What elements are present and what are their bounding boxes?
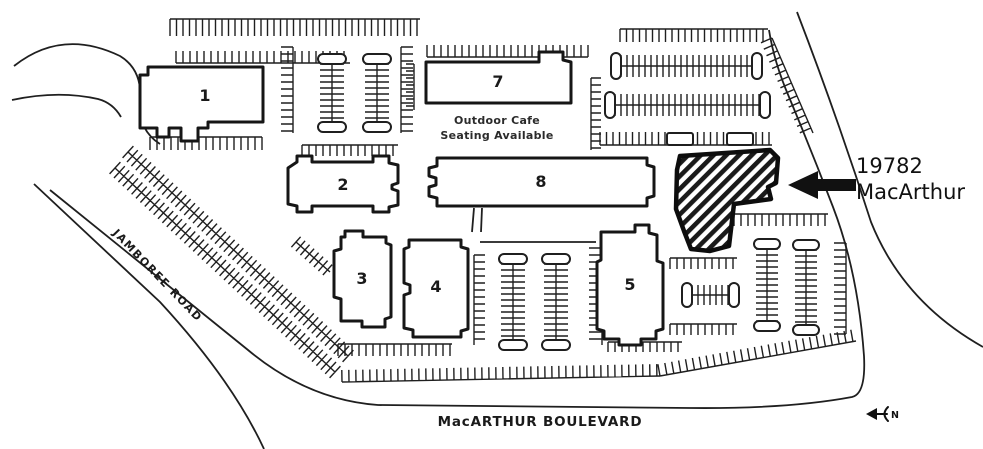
parking-island xyxy=(498,253,528,265)
highlighted-building-footprint xyxy=(673,147,781,254)
parking-island xyxy=(317,53,347,65)
walkway-lines xyxy=(471,207,483,233)
macarthur-boulevard-label: MacARTHUR BOULEVARD xyxy=(438,414,643,430)
parking-island xyxy=(792,239,820,251)
parking-row xyxy=(614,94,760,116)
parking-row xyxy=(400,46,413,133)
parking-and-roads-layer xyxy=(11,11,983,449)
parking-island xyxy=(792,324,820,336)
parking-row xyxy=(122,145,354,363)
jamboree-road-label: JAMBOREE ROAD xyxy=(109,226,205,324)
north-arrow-label: N xyxy=(891,410,899,421)
building-8-footprint xyxy=(427,156,656,208)
parking-row xyxy=(619,28,768,42)
parking-row xyxy=(607,341,682,352)
building-3-footprint xyxy=(332,229,393,329)
parking-row xyxy=(669,257,737,269)
parking-row xyxy=(406,63,415,110)
parking-row xyxy=(149,136,263,150)
parking-row xyxy=(834,242,847,335)
parking-row xyxy=(760,37,814,134)
building-4-number: 4 xyxy=(430,277,441,296)
building-1-number: 1 xyxy=(199,86,210,105)
parking-row xyxy=(795,249,817,325)
parking-row xyxy=(320,63,344,122)
highlight-address-line1: 19782 xyxy=(856,154,923,178)
building-8-number: 8 xyxy=(535,172,546,191)
parking-row xyxy=(669,323,737,335)
building-4-footprint xyxy=(402,238,470,339)
parking-island xyxy=(604,91,616,119)
parking-row xyxy=(590,77,601,150)
parking-island xyxy=(759,91,771,119)
parking-row xyxy=(169,18,420,36)
parking-row xyxy=(657,329,857,377)
pointer-arrow-icon xyxy=(788,171,856,199)
parking-island xyxy=(362,53,392,65)
building-7-footprint xyxy=(424,50,573,105)
parking-island xyxy=(541,339,571,351)
parking-island xyxy=(541,253,571,265)
building-1-footprint xyxy=(138,65,265,143)
parking-row xyxy=(473,254,485,345)
building-7-number: 7 xyxy=(492,72,503,91)
parking-island xyxy=(362,121,392,133)
building-2-footprint xyxy=(286,154,400,214)
parking-row xyxy=(733,213,828,226)
right-road-edge xyxy=(796,11,983,348)
parking-row xyxy=(109,161,341,379)
parking-island xyxy=(726,132,754,146)
parking-row xyxy=(301,144,398,156)
entrance-road-curve xyxy=(11,93,122,118)
building-3-number: 3 xyxy=(356,269,367,288)
parking-row xyxy=(544,263,568,340)
parking-row xyxy=(756,248,778,322)
entrance-road-curve xyxy=(13,43,161,145)
parking-island xyxy=(681,282,693,308)
parking-island xyxy=(610,52,622,80)
parking-island xyxy=(498,339,528,351)
parking-row xyxy=(365,63,389,122)
parking-island xyxy=(753,320,781,332)
parking-row xyxy=(290,236,333,276)
parking-row xyxy=(337,343,452,356)
highlight-address-line2: MacArthur xyxy=(856,180,965,204)
building-2-number: 2 xyxy=(337,175,348,194)
cafe-note-line1: Outdoor Cafe xyxy=(454,114,540,127)
north-arrow-icon xyxy=(866,406,889,422)
parking-row xyxy=(691,285,729,305)
parking-island xyxy=(753,238,781,250)
parking-row xyxy=(501,263,525,340)
parking-island xyxy=(728,282,740,308)
cafe-note-line2: Seating Available xyxy=(440,129,553,142)
building-5-number: 5 xyxy=(624,275,635,294)
site-boundary-line xyxy=(49,29,866,409)
parking-island xyxy=(666,132,694,146)
parking-row xyxy=(620,55,752,77)
building-5-footprint xyxy=(595,223,665,347)
jamboree-road-edge xyxy=(33,183,265,449)
parking-island xyxy=(317,121,347,133)
parking-row xyxy=(341,364,661,383)
parking-row xyxy=(281,46,294,133)
parking-island xyxy=(751,52,763,80)
